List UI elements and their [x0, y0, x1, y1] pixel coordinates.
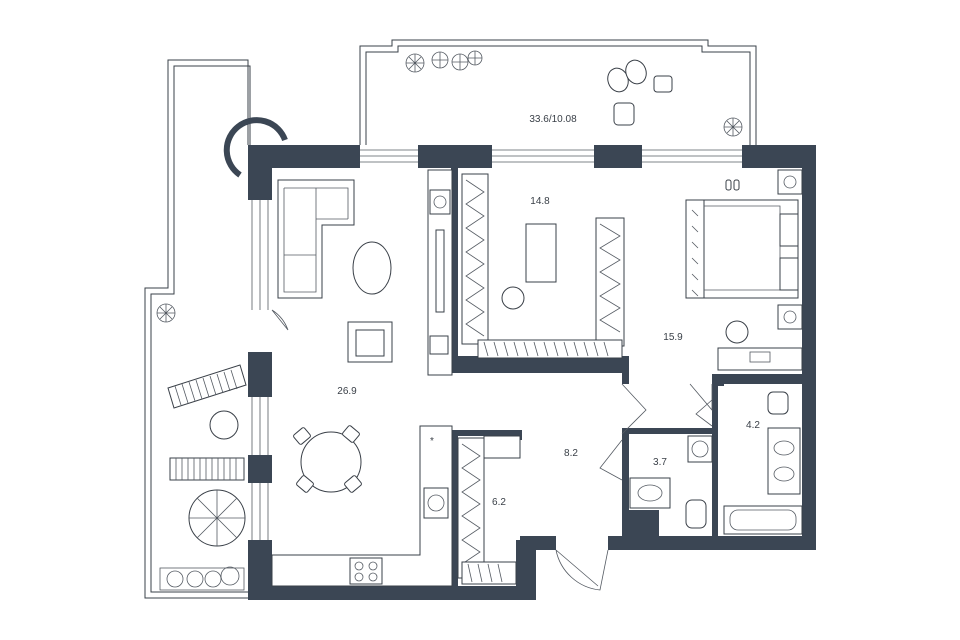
room-area-label: 4.2: [746, 420, 760, 431]
plant-icon: [723, 117, 743, 137]
bedroom-2-furniture: [685, 169, 803, 371]
room-area-label: 6.2: [492, 497, 506, 508]
terrace-furniture: [156, 50, 743, 591]
sun-lounger: [169, 457, 245, 481]
doors: [271, 309, 713, 591]
bedroom-1-furniture: [461, 173, 625, 359]
terrace: [144, 39, 757, 599]
room-area-label: 3.7: [653, 457, 667, 468]
living-furniture: *: [271, 169, 453, 587]
bathroom-furniture: [723, 391, 803, 535]
plant-icon: [405, 50, 483, 73]
left-windows: [251, 200, 269, 540]
plant-icon: [159, 566, 245, 591]
round-planter: [223, 117, 288, 178]
wardrobe-furniture: [457, 435, 521, 585]
sun-lounger: [167, 364, 247, 409]
parasol: [188, 489, 246, 547]
plant-icon: [156, 303, 176, 323]
walls: [248, 145, 816, 600]
room-area-label: 14.8: [530, 196, 550, 207]
wc-furniture: [629, 435, 713, 529]
svg-text:*: *: [430, 436, 434, 447]
top-windows: [360, 149, 742, 163]
area-labels: 33.6/10.08 26.9 14.8 15.9 8.2 6.2 3.7 4.…: [337, 114, 760, 508]
terrace-area-label: 33.6/10.08: [529, 114, 577, 125]
room-area-label: 15.9: [663, 332, 683, 343]
room-area-label: 26.9: [337, 386, 357, 397]
room-area-label: 8.2: [564, 448, 578, 459]
